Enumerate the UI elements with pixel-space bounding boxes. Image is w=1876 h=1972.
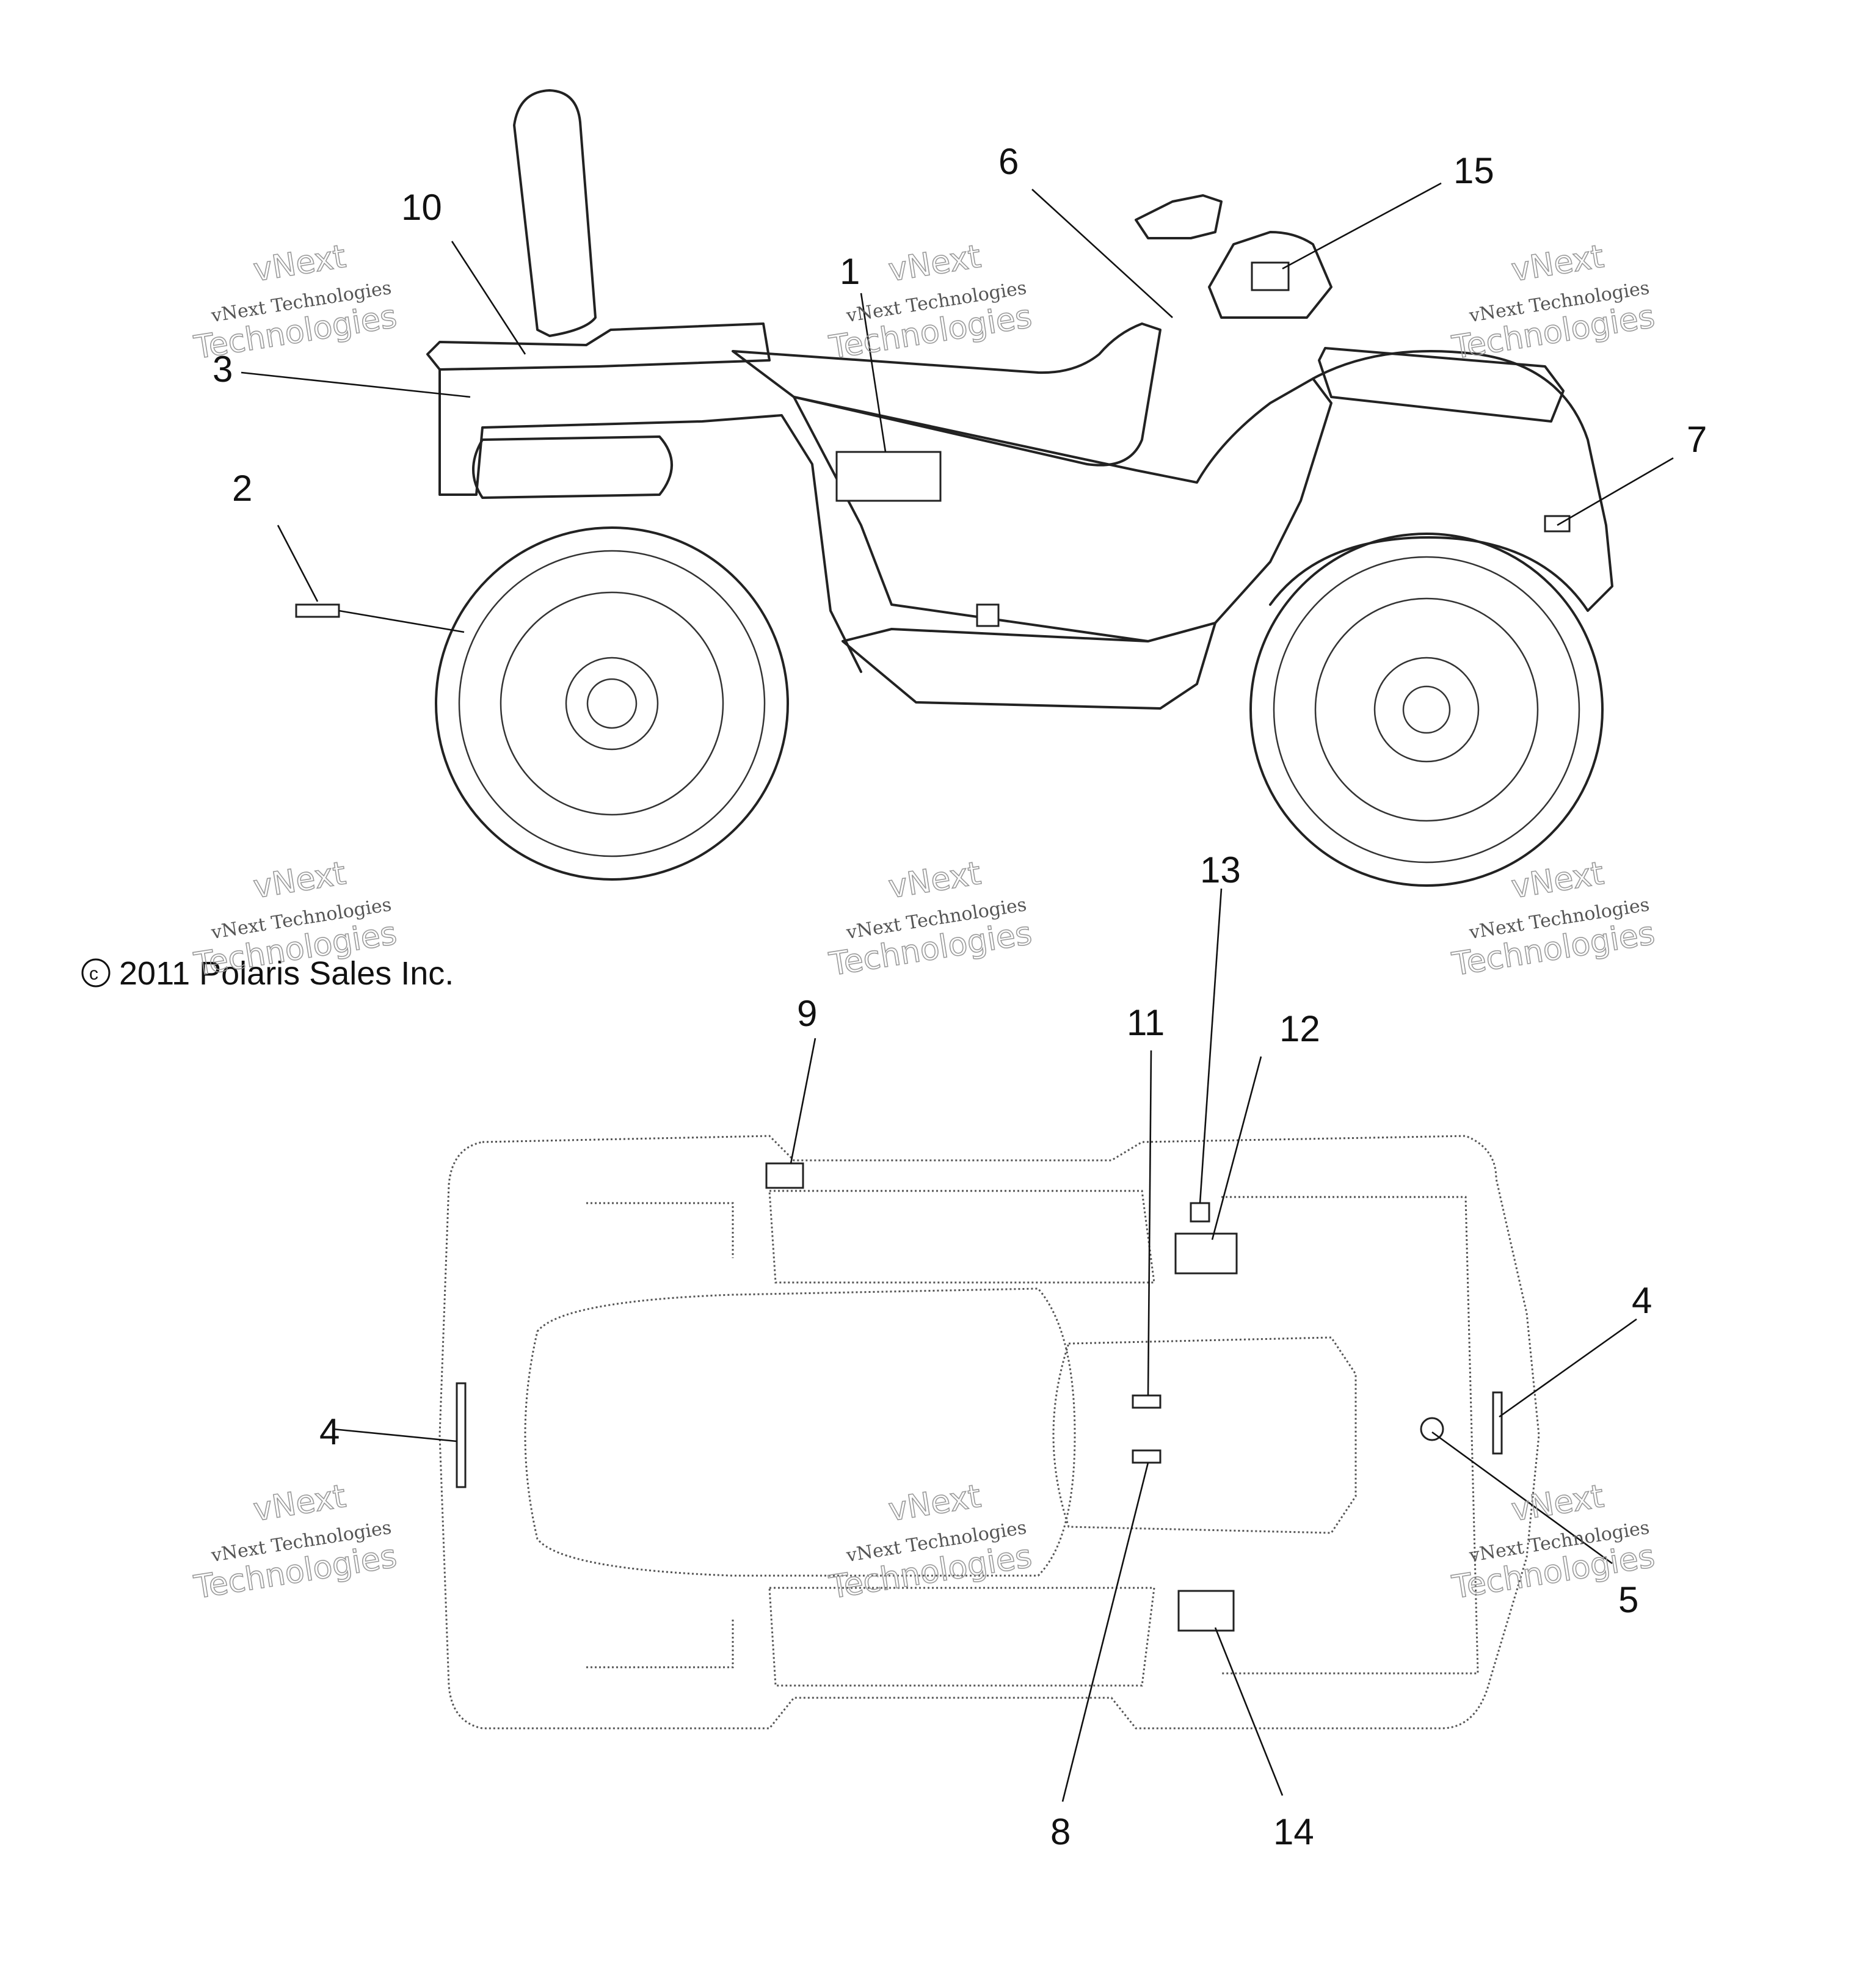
- top-floor-upper: [768, 1190, 1155, 1284]
- decal-9: [765, 1162, 804, 1189]
- decal-5: [1420, 1417, 1444, 1441]
- decal-14: [1177, 1590, 1235, 1632]
- svg-text:vNext: vNext: [251, 1478, 348, 1529]
- rear-fender: [438, 368, 862, 673]
- front-rack: [1318, 347, 1565, 423]
- callout-13: 13: [1200, 850, 1241, 890]
- watermark-5: vNext vNext Technologies Technologies: [826, 854, 1035, 983]
- rear-rack: [426, 322, 771, 371]
- callout-4-right: 4: [1632, 1280, 1652, 1321]
- decal-13: [1190, 1202, 1210, 1223]
- top-outline: [438, 1135, 1540, 1730]
- floorboard: [842, 622, 1216, 710]
- top-seat: [524, 1287, 1076, 1577]
- svg-text:vNext: vNext: [886, 238, 983, 289]
- callout-8: 8: [1050, 1811, 1071, 1852]
- callout-labels: 1 2 3 4 4 5 6 7 8 9 10 11 12 13 14 15: [213, 141, 1707, 1852]
- callout-7: 7: [1687, 419, 1707, 460]
- decal-2: [295, 603, 340, 618]
- callout-2: 2: [232, 468, 252, 509]
- passenger-backrest: [513, 89, 597, 337]
- handlebar: [1135, 194, 1223, 239]
- callout-11: 11: [1127, 1002, 1165, 1043]
- decal-12: [1174, 1232, 1238, 1275]
- watermark-6: vNext vNext Technologies Technologies: [1449, 854, 1658, 983]
- callout-12: 12: [1279, 1008, 1320, 1049]
- top-pod: [1052, 1336, 1357, 1534]
- callout-10: 10: [401, 187, 442, 228]
- exhaust: [472, 435, 673, 499]
- copyright-c: c: [89, 964, 98, 984]
- decal-4-front: [1492, 1391, 1503, 1455]
- callout-3: 3: [213, 349, 233, 390]
- seat: [732, 322, 1162, 467]
- front-wheel: [1249, 533, 1604, 887]
- decal-1: [835, 451, 942, 502]
- copyright-text: 2011 Polaris Sales Inc.: [119, 955, 454, 992]
- callout-14: 14: [1273, 1811, 1314, 1852]
- svg-text:vNext: vNext: [1509, 855, 1606, 906]
- leader-lines: [241, 182, 1674, 1802]
- decal-8: [1132, 1449, 1162, 1464]
- decal-4-rear: [456, 1382, 467, 1488]
- decal-15: [1251, 261, 1290, 291]
- callout-9: 9: [797, 993, 817, 1034]
- callout-4-left: 4: [319, 1411, 340, 1452]
- svg-text:vNext: vNext: [1509, 1478, 1606, 1529]
- copyright: c 2011 Polaris Sales Inc.: [81, 955, 454, 992]
- svg-text:vNext: vNext: [886, 1478, 983, 1529]
- front-fender: [1269, 350, 1613, 612]
- rear-wheel: [435, 526, 789, 881]
- atv-side-view: [295, 89, 1613, 887]
- handlebar-pod: [1208, 231, 1332, 319]
- top-floor-lower: [768, 1587, 1155, 1687]
- callout-1: 1: [840, 251, 860, 292]
- callout-5: 5: [1618, 1579, 1638, 1620]
- watermark-3: vNext vNext Technologies Technologies: [1449, 238, 1658, 366]
- body-panel: [793, 377, 1332, 642]
- watermark-7: vNext vNext Technologies Technologies: [191, 1477, 400, 1606]
- copyright-symbol: [81, 958, 111, 988]
- atv-top-view: [438, 1135, 1540, 1730]
- decal-7: [1544, 515, 1571, 533]
- callout-6: 6: [998, 141, 1019, 182]
- callout-15: 15: [1453, 150, 1494, 191]
- svg-text:vNext: vNext: [251, 238, 348, 289]
- decal-11: [1132, 1394, 1162, 1409]
- top-rear-rack: [586, 1202, 734, 1668]
- watermarks: vNext vNext Technologies Technologies vN…: [191, 238, 1658, 1606]
- watermark-8: vNext vNext Technologies Technologies: [826, 1477, 1035, 1606]
- svg-text:vNext: vNext: [1509, 238, 1606, 289]
- svg-text:vNext: vNext: [886, 855, 983, 906]
- watermark-1: vNext vNext Technologies Technologies: [191, 238, 400, 366]
- decal-door: [976, 603, 1000, 627]
- svg-text:vNext: vNext: [251, 855, 348, 906]
